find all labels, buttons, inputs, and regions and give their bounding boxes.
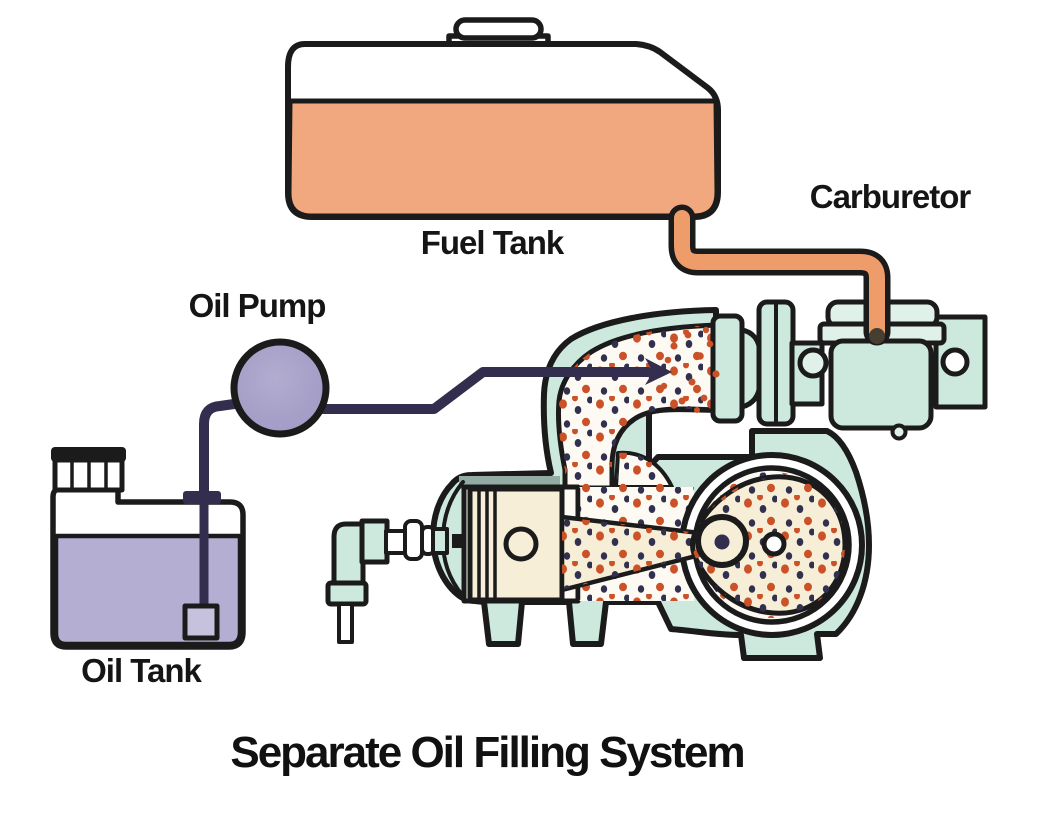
intake-manifold — [710, 299, 829, 427]
plug-socket — [431, 527, 449, 555]
fuel-tank — [285, 17, 721, 220]
fuel-level — [286, 98, 720, 219]
fuel-tank-cap-top — [453, 17, 544, 41]
oil-suction-line — [199, 397, 253, 502]
label-oil-tank: Oil Tank — [81, 652, 202, 689]
piston — [467, 486, 565, 603]
manifold-flange-1 — [710, 313, 745, 424]
rich-mixture-dots — [660, 326, 720, 413]
carburetor-body — [828, 338, 934, 431]
crankshaft-center — [761, 531, 787, 557]
label-carburetor: Carburetor — [809, 178, 972, 215]
oil-pump — [230, 338, 330, 438]
carburetor — [817, 299, 988, 441]
engine — [430, 307, 872, 661]
diagram-title: Separate Oil Filling System — [230, 728, 745, 777]
pickup-grommet — [183, 491, 221, 504]
oil-tank — [50, 447, 246, 650]
crankcase — [559, 452, 865, 638]
elbow-outlet-pipe — [337, 602, 354, 644]
manifold-bolt — [797, 347, 829, 379]
oil-lines — [199, 358, 672, 502]
oil-tank-cap — [51, 447, 126, 493]
plug-clamp — [359, 518, 390, 565]
plug-insulator-rib-1 — [403, 519, 424, 561]
oil-nozzle — [645, 358, 672, 385]
label-oil-pump: Oil Pump — [188, 287, 327, 324]
wrist-pin — [503, 526, 539, 562]
fuel-line-tip — [869, 328, 885, 344]
oil-delivery-line — [311, 367, 653, 414]
carburetor-drain-nipple — [890, 423, 908, 441]
label-fuel-tank: Fuel Tank — [420, 224, 565, 261]
spark-plug-fitting — [325, 518, 462, 644]
oil-pickup-strainer — [182, 603, 220, 641]
bracket-hole — [940, 347, 970, 377]
elbow-collar — [325, 580, 369, 607]
crank-pin — [714, 534, 730, 550]
fuel-line — [668, 204, 891, 346]
plug-tip — [452, 534, 462, 548]
